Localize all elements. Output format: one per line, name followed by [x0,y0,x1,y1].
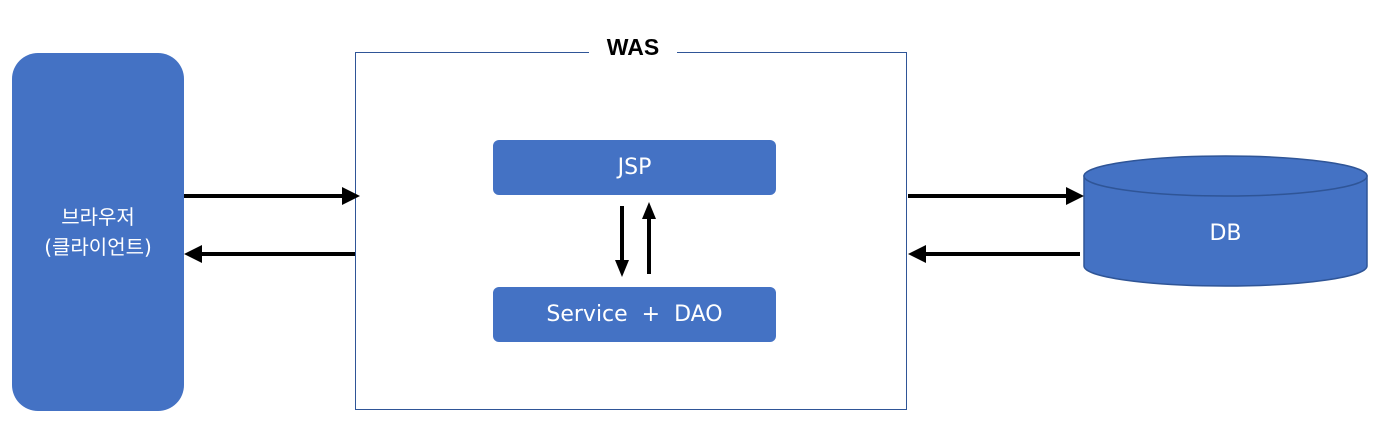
service-dao-box: Service + DAO [493,287,776,342]
arrow-service-to-jsp-head [642,202,656,219]
client-browser-box: 브라우저 (클라이언트) [12,53,184,411]
database-cylinder-body [1083,175,1368,287]
arrow-was-to-browser-head [184,245,202,263]
client-label-line1: 브라우저 [61,205,135,229]
database-cylinder [1083,155,1368,287]
client-label-line2: (클라이언트) [44,235,152,259]
arrow-db-to-was-head [908,245,926,263]
arrow-browser-to-was-head [342,187,360,205]
jsp-label: JSP [617,155,652,180]
arrow-was-to-db-head [1066,187,1084,205]
was-title: WAS [589,30,677,64]
db-label: DB [1209,221,1242,246]
arrow-jsp-to-service-head [615,260,629,277]
jsp-box: JSP [493,140,776,195]
database-cylinder-top [1083,155,1368,197]
service-dao-label: Service + DAO [546,302,723,327]
